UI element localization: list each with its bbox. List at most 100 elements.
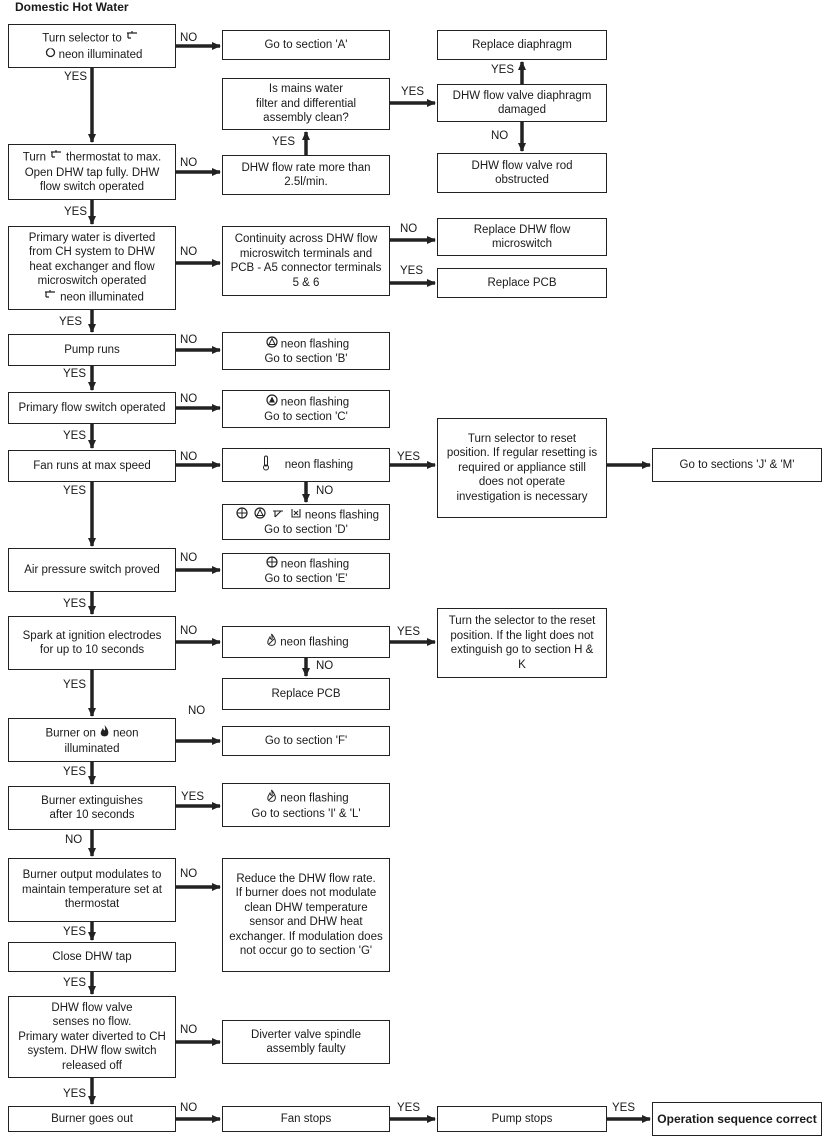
label-yes: YES bbox=[401, 86, 425, 98]
label-no: NO bbox=[180, 32, 198, 44]
box-sequence-correct: Operation sequence correct bbox=[652, 1102, 822, 1136]
box-replace-microswitch: Replace DHW flow microswitch bbox=[437, 218, 607, 256]
box-no-flow: DHW flow valve senses no flow. Primary w… bbox=[8, 996, 176, 1078]
box-replace-diaphragm: Replace diaphragm bbox=[437, 30, 607, 60]
box-go-j-m: Go to sections 'J' & 'M' bbox=[652, 448, 822, 482]
box-reduce-flow: Reduce the DHW flow rate. If burner does… bbox=[222, 858, 390, 972]
box-go-a: Go to section 'A' bbox=[222, 30, 390, 60]
label-yes: YES bbox=[64, 71, 88, 83]
box-spark: Spark at ignition electrodes for up to 1… bbox=[8, 616, 176, 670]
box-burner-out: Burner goes out bbox=[8, 1106, 176, 1132]
turn-selector-text: Turn selector to bbox=[42, 32, 122, 45]
label-no: NO bbox=[180, 868, 198, 880]
diverter-faulty-text: Diverter valve spindle assembly faulty bbox=[251, 1028, 361, 1056]
replace-microswitch-text: Replace DHW flow microswitch bbox=[473, 223, 571, 251]
box-pump-stops: Pump stops bbox=[437, 1106, 607, 1132]
thermometer-icon bbox=[262, 455, 270, 476]
label-no: NO bbox=[400, 223, 418, 235]
box-pump-runs: Pump runs bbox=[8, 334, 176, 366]
sequence-correct-text: Operation sequence correct bbox=[657, 1111, 817, 1126]
label-no: NO bbox=[316, 485, 334, 497]
flow-rate-text: DHW flow rate more than 2.5l/min. bbox=[241, 161, 371, 189]
neon-il-text: neon flashing bbox=[280, 791, 349, 804]
label-yes: YES bbox=[400, 265, 424, 277]
box-fan-runs: Fan runs at max speed bbox=[8, 450, 176, 482]
box-primary-flow: Primary flow switch operated bbox=[8, 392, 176, 424]
label-no: NO bbox=[180, 552, 198, 564]
primary-diverted-neon: neon illuminated bbox=[60, 291, 144, 304]
label-yes: YES bbox=[397, 626, 421, 638]
go-e-text: Go to section 'E' bbox=[264, 573, 348, 585]
box-continuity: Continuity across DHW flow microswitch t… bbox=[222, 226, 390, 296]
no-flow-text: DHW flow valve senses no flow. Primary w… bbox=[18, 1001, 166, 1072]
box-neon-temp: neon flashing bbox=[222, 448, 390, 482]
selector-icon bbox=[45, 47, 56, 63]
label-no: NO bbox=[180, 451, 198, 463]
neon-e-text: neon flashing bbox=[280, 557, 350, 570]
label-no: NO bbox=[180, 334, 198, 346]
fan-icon bbox=[236, 506, 248, 524]
label-yes: YES bbox=[612, 1102, 636, 1114]
box-primary-diverted: Primary water is diverted from CH system… bbox=[8, 226, 176, 310]
replace-diaphragm-text: Replace diaphragm bbox=[472, 38, 572, 51]
box-diaphragm-damaged: DHW flow valve diaphragm damaged bbox=[437, 84, 607, 122]
replace-pcb-2-text: Replace PCB bbox=[271, 687, 341, 700]
diaphragm-damaged-text: DHW flow valve diaphragm damaged bbox=[452, 89, 592, 117]
go-a-text: Go to section 'A' bbox=[264, 38, 348, 51]
primary-flow-icon bbox=[266, 393, 278, 411]
fan-stops-text: Fan stops bbox=[280, 1112, 332, 1125]
box-go-f: Go to section 'F' bbox=[222, 726, 390, 756]
go-f-text: Go to section 'F' bbox=[264, 734, 348, 747]
box-neon-e: neon flashing Go to section 'E' bbox=[222, 553, 390, 589]
box-burner-extinguishes: Burner extinguishes after 10 seconds bbox=[8, 786, 176, 830]
go-c-text: Go to section 'C' bbox=[264, 411, 348, 423]
primary-diverted-text: Primary water is diverted from CH system… bbox=[28, 231, 156, 288]
box-turn-selector-reset: Turn the selector to the reset position.… bbox=[437, 608, 607, 678]
burner-modulates-text: Burner output modulates to maintain temp… bbox=[22, 869, 162, 911]
label-yes: YES bbox=[491, 64, 515, 76]
label-yes: YES bbox=[59, 316, 83, 328]
pump-icon bbox=[254, 506, 266, 524]
label-yes: YES bbox=[63, 679, 87, 691]
label-no: NO bbox=[180, 246, 198, 258]
box-neon-c: neon flashing Go to section 'C' bbox=[222, 390, 390, 428]
box-neon-flame: neon flashing bbox=[222, 626, 390, 658]
label-yes: YES bbox=[272, 136, 296, 148]
label-yes: YES bbox=[63, 977, 87, 989]
primary-flow-text: Primary flow switch operated bbox=[18, 401, 166, 414]
label-no: NO bbox=[188, 705, 206, 717]
fan-runs-text: Fan runs at max speed bbox=[33, 459, 151, 472]
overheat-icon bbox=[290, 507, 302, 524]
label-no: NO bbox=[180, 625, 198, 637]
turn-thermostat-text: thermostat to max. Open DHW tap fully. D… bbox=[24, 151, 162, 194]
flame-icon bbox=[266, 789, 277, 808]
burner-on-text: Burner on bbox=[45, 726, 96, 739]
label-yes: YES bbox=[63, 1088, 87, 1100]
box-mains-filter: Is mains water filter and differential a… bbox=[222, 78, 390, 130]
fan-icon bbox=[266, 555, 278, 573]
label-yes: YES bbox=[63, 766, 87, 778]
neon-flame-text: neon flashing bbox=[280, 636, 349, 649]
burner-out-text: Burner goes out bbox=[51, 1112, 133, 1125]
neon-c-text: neon flashing bbox=[280, 395, 350, 408]
box-close-tap: Close DHW tap bbox=[8, 942, 176, 972]
turn-reset-text: Turn selector to reset position. If regu… bbox=[446, 432, 598, 503]
box-burner-modulates: Burner output modulates to maintain temp… bbox=[8, 858, 176, 922]
label-yes: YES bbox=[181, 791, 205, 803]
label-no: NO bbox=[180, 1024, 198, 1036]
neons-d-text: neons flashing bbox=[304, 508, 380, 521]
label-yes: YES bbox=[63, 926, 87, 938]
flame-icon bbox=[99, 724, 110, 743]
mains-filter-text: Is mains water filter and differential a… bbox=[255, 83, 357, 125]
turn-thermostat-prefix: Turn bbox=[22, 151, 46, 164]
tap-icon bbox=[125, 30, 139, 47]
pump-stops-text: Pump stops bbox=[491, 1112, 553, 1125]
replace-pcb-1-text: Replace PCB bbox=[487, 276, 557, 289]
pump-icon bbox=[266, 335, 278, 353]
turn-selector-reset-text: Turn the selector to the reset position.… bbox=[448, 615, 596, 671]
